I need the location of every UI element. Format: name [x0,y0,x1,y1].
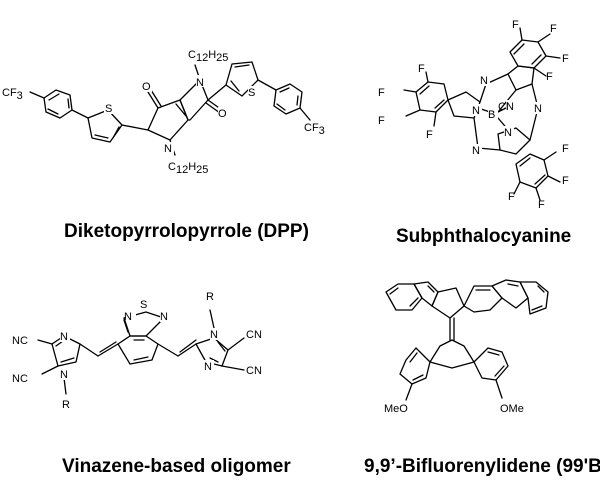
nitrogen-label-btd-1: N [124,311,132,323]
subpc-structure-drawing: F F F F F F F F F F F F N N N N N N B Cl [378,19,569,211]
fluorine-label-6: F [378,87,385,99]
vinazene-structure-drawing: NC NC N N R N S N N N R CN CN [12,291,262,411]
vinazene-structure-panel: NC NC N N R N S N N N R CN CN [0,270,330,440]
methoxy-label-right: OMe [500,403,524,415]
nitrogen-label-right-imidazole-2: N [204,361,212,373]
cn-label-right-bottom: CN [246,365,262,377]
boron-label: B [488,109,495,121]
caption-bifluorenylidene: 9,9’-Bifluorenylidene (99'BF) [364,456,600,477]
fluorine-label-7: F [378,115,385,127]
bf-structure-drawing: MeO OMe [384,279,549,415]
cf3-label-left: CF3 [2,87,23,102]
fluorine-label-12: F [508,191,515,203]
cn-label-left-top: NC [12,335,28,347]
nitrogen-label-left-imidazole-1: N [60,331,68,343]
chlorine-label: Cl [498,101,508,113]
nitrogen-label-pyrrole-3: N [504,127,512,139]
dpp-structure-drawing: CF3 S O O N N S C12H25 C12H25 CF3 [2,49,325,176]
c12h25-label-bottom: C12H25 [168,161,208,176]
nitrogen-label-bridge-1: N [480,75,488,87]
fluorine-label-4: F [546,71,553,83]
nitrogen-label-left-imidazole-2: N [60,369,68,381]
nitrogen-label-top: N [196,77,204,89]
nitrogen-label-right-imidazole-1: N [210,329,218,341]
methoxy-label-left: MeO [384,403,408,415]
cf3-label-right: CF3 [304,122,325,137]
nitrogen-label-bridge-3: N [472,145,480,157]
fluorine-label-10: F [562,175,569,187]
nitrogen-label-btd-2: N [160,311,168,323]
fluorine-label-8: F [426,129,433,141]
nitrogen-label-bridge-2: N [534,103,542,115]
oxygen-label-bottom: O [218,108,227,120]
fluorine-label-3: F [562,53,569,65]
bf-structure-panel: MeO OMe [370,270,600,440]
nitrogen-label-pyrrole-1: N [472,105,480,117]
cn-label-left-bottom: NC [12,373,28,385]
nitrogen-label-pyrrole-2: N [506,101,514,113]
caption-vinazene: Vinazene-based oligomer [62,456,291,477]
caption-subpc: Subphthalocyanine [396,226,572,247]
sulfur-label-btd: S [140,299,147,311]
nitrogen-label-bottom: N [164,143,172,155]
oxygen-label-top: O [142,81,151,93]
fluorine-label-9: F [562,143,569,155]
fluorine-label-1: F [512,19,519,31]
c12h25-label-top: C12H25 [188,49,228,64]
r-label-left: R [62,399,70,411]
sulfur-label-right: S [248,87,255,99]
dpp-structure-panel: CF3 S O O N N S C12H25 C12H25 CF3 [0,0,360,200]
r-label-right: R [206,291,214,303]
caption-dpp: Diketopyrrolopyrrole (DPP) [64,221,309,242]
fluorine-label-2: F [550,23,557,35]
subpc-structure-panel: F F F F F F F F F F F F N N N N N N B Cl [370,0,600,220]
fluorine-label-11: F [538,199,545,211]
sulfur-label-left: S [105,103,112,115]
fluorine-label-5: F [418,63,425,75]
cn-label-right-top: CN [246,329,262,341]
